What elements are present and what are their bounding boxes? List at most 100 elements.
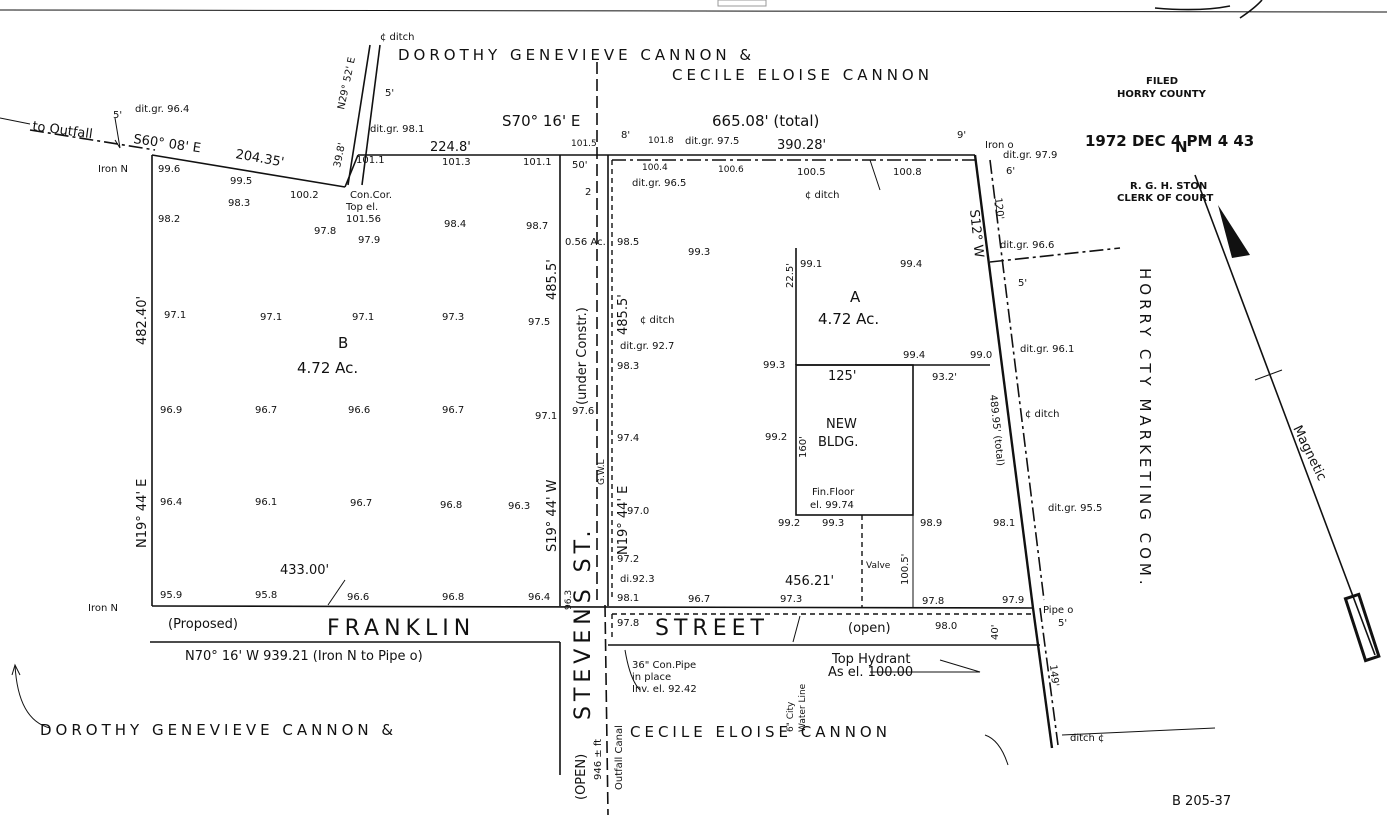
- stevens-street: [559, 62, 1045, 816]
- stamp-filed: FILED: [1146, 76, 1178, 87]
- north-label: N: [1175, 138, 1188, 156]
- dist-50: 50': [572, 160, 587, 171]
- elevation: 97.9: [358, 235, 380, 246]
- elevation: 96.8: [442, 592, 464, 603]
- diag-distance: 204.35': [234, 147, 285, 170]
- dist-9: 9': [957, 130, 966, 141]
- elevation: 99.4: [900, 259, 922, 270]
- south-boundary: [151, 605, 1034, 609]
- elevation: 96.7: [442, 405, 464, 416]
- ditch-leg-bearing: N29° 52' E: [336, 56, 358, 110]
- elevation: 98.5: [617, 237, 639, 248]
- valve-label: Valve: [866, 561, 891, 571]
- new-building: [795, 364, 914, 608]
- owner-top-line-2: CECILE ELOISE CANNON: [672, 66, 933, 84]
- ditch-bottom-label: ditch ¢: [1070, 733, 1104, 744]
- row-label: G.W.L: [597, 459, 607, 485]
- center-ditch-2: ¢ ditch: [640, 315, 674, 326]
- elevation: 99.2: [765, 432, 787, 443]
- mid-west-distance: 485.5': [545, 259, 560, 300]
- iron-nw: Iron N: [98, 164, 128, 175]
- elevation: 98.1: [617, 593, 639, 604]
- east-120: 120': [992, 197, 1005, 220]
- south-b-distance: 433.00': [280, 563, 329, 578]
- north-line-bearing: S70° 16' E: [502, 112, 580, 130]
- elevation: 96.7: [255, 405, 277, 416]
- elevation: 95.8: [255, 590, 277, 601]
- filing-stamp: FILED HORRY COUNTY 1972 DEC 4 PM 4 43 R.…: [1085, 76, 1254, 204]
- parcel-boundaries: [150, 44, 1059, 749]
- building-depth: 160': [798, 436, 809, 458]
- ditch-grade-955: dit.gr. 95.5: [1048, 503, 1102, 514]
- franklin-label: FRANKLIN: [327, 616, 475, 641]
- elevation: 101.5: [571, 139, 597, 149]
- elevation: 99.2: [778, 518, 800, 529]
- mid-east-bearing: N19° 44' E: [616, 486, 631, 555]
- parcel-b-area: 4.72 Ac.: [297, 359, 358, 377]
- building-line-2: BLDG.: [818, 435, 858, 450]
- pipe-line-3: Inv. el. 92.42: [632, 684, 697, 695]
- outfall-ditch: [0, 117, 156, 151]
- iron-ne: Iron o: [985, 140, 1014, 151]
- pipe-line-1: 36" Con.Pipe: [632, 660, 696, 671]
- ditch-leg-distance: 39.8': [332, 142, 348, 169]
- elevation: 96.8: [440, 500, 462, 511]
- ditch-grade-979: dit.gr. 97.9: [1003, 150, 1057, 161]
- owner-bottom-right: CECILE ELOISE CANNON: [630, 723, 891, 741]
- nw-diagonal-boundary: [151, 154, 346, 188]
- dist-149: 149': [1047, 664, 1060, 687]
- elevation: 100.2: [290, 190, 319, 201]
- franklin-status: (Proposed): [168, 617, 238, 632]
- stevens-note: (under Constr.): [575, 307, 590, 405]
- outfall-label: to Outfall: [31, 119, 93, 142]
- elevation: 98.0: [935, 621, 957, 632]
- mid-west-bearing: S19° 44' W: [545, 479, 560, 552]
- elevation: 97.3: [442, 312, 464, 323]
- iron-sw: Iron N: [88, 603, 118, 614]
- elevation: 100.4: [642, 163, 668, 173]
- total-distance: 665.08' (total): [712, 112, 819, 130]
- elevation: 99.1: [800, 259, 822, 270]
- elevation: 97.8: [617, 618, 639, 629]
- ditch-grade-966: dit.gr. 96.6: [1000, 240, 1054, 251]
- con-cor-1: Con.Cor.: [350, 190, 392, 201]
- building-line-1: NEW: [826, 417, 857, 432]
- elevation: 98.1: [993, 518, 1015, 529]
- stevens-width: 946 ± ft: [593, 739, 604, 780]
- elevation: 99.3: [822, 518, 844, 529]
- south-line-bearing: N70° 16' W 939.21 (Iron N to Pipe o): [185, 649, 423, 664]
- ditch-grade-975: dit.gr. 97.5: [685, 136, 739, 147]
- small-area: 0.56 Ac.: [565, 237, 606, 248]
- parcel-a-internal: [612, 159, 1121, 366]
- elevation: 96.7: [350, 498, 372, 509]
- building-floor-1: Fin.Floor: [812, 487, 855, 498]
- dist-2: 2: [585, 187, 591, 198]
- west-bearing: N19° 44' E: [135, 479, 150, 548]
- hydrant-2: As el. 100.00: [828, 665, 913, 680]
- elevation: 98.2: [158, 214, 180, 225]
- elevation: 100.8: [893, 167, 922, 178]
- elevation: 99.0: [970, 350, 992, 361]
- parcel-a-label: A: [850, 288, 861, 306]
- ditch-grade-923: di.92.3: [620, 574, 655, 585]
- elevation: 99.6: [158, 164, 180, 175]
- dist-8: 8': [621, 130, 630, 141]
- owner-top-line-1: DOROTHY GENEVIEVE CANNON &: [398, 46, 755, 64]
- mid-east-distance: 485.5': [616, 294, 631, 335]
- elevation: 96.4: [160, 497, 182, 508]
- elevation: 98.9: [920, 518, 942, 529]
- elevation: 98.3: [617, 361, 639, 372]
- stamp-clerk: CLERK OF COURT: [1117, 193, 1213, 204]
- elevation: 98.7: [526, 221, 548, 232]
- street-status: (open): [848, 621, 891, 636]
- hydrant-1: Top Hydrant: [831, 652, 910, 667]
- magnetic-label: Magnetic: [1289, 423, 1329, 483]
- elevation: 95.9: [160, 590, 182, 601]
- reference-number: B 205-37: [1172, 794, 1231, 809]
- center-ditch-3: ¢ ditch: [1025, 409, 1059, 420]
- elevation: 97.8: [922, 596, 944, 607]
- south-a-distance: 456.21': [785, 574, 834, 589]
- stevens-street-label: STEVENS ST.: [571, 526, 596, 720]
- elevation: 96.6: [347, 592, 369, 603]
- dist-5c: 5': [1018, 278, 1027, 289]
